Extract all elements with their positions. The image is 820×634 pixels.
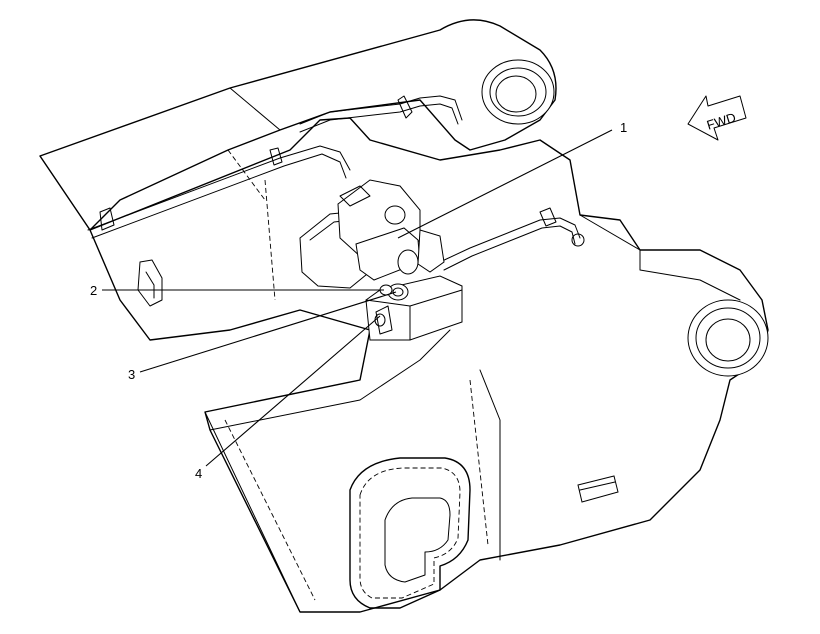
leader-line-1 [397,129,613,239]
fwd-arrow-icon [687,95,747,141]
callout-3: 3 [128,367,135,382]
callout-4: 4 [195,466,202,481]
main-boom-body [89,117,769,613]
leader-line-3 [139,291,397,373]
left-cutout [137,259,163,307]
callout-1: 1 [620,120,627,135]
callout-2: 2 [90,283,97,298]
hydraulic-lines [87,95,585,271]
upper-boom-arm [39,19,557,231]
leader-lines [102,129,613,467]
right-pin-boss [687,299,769,377]
fwd-label: FWD [705,110,738,133]
lift-eye-pad [349,457,471,609]
fwd-arrow: FWD [687,95,747,141]
valve-assembly [299,179,463,341]
side-slot [577,475,619,503]
upper-pin-boss [481,59,555,125]
leader-line-4 [205,315,381,467]
